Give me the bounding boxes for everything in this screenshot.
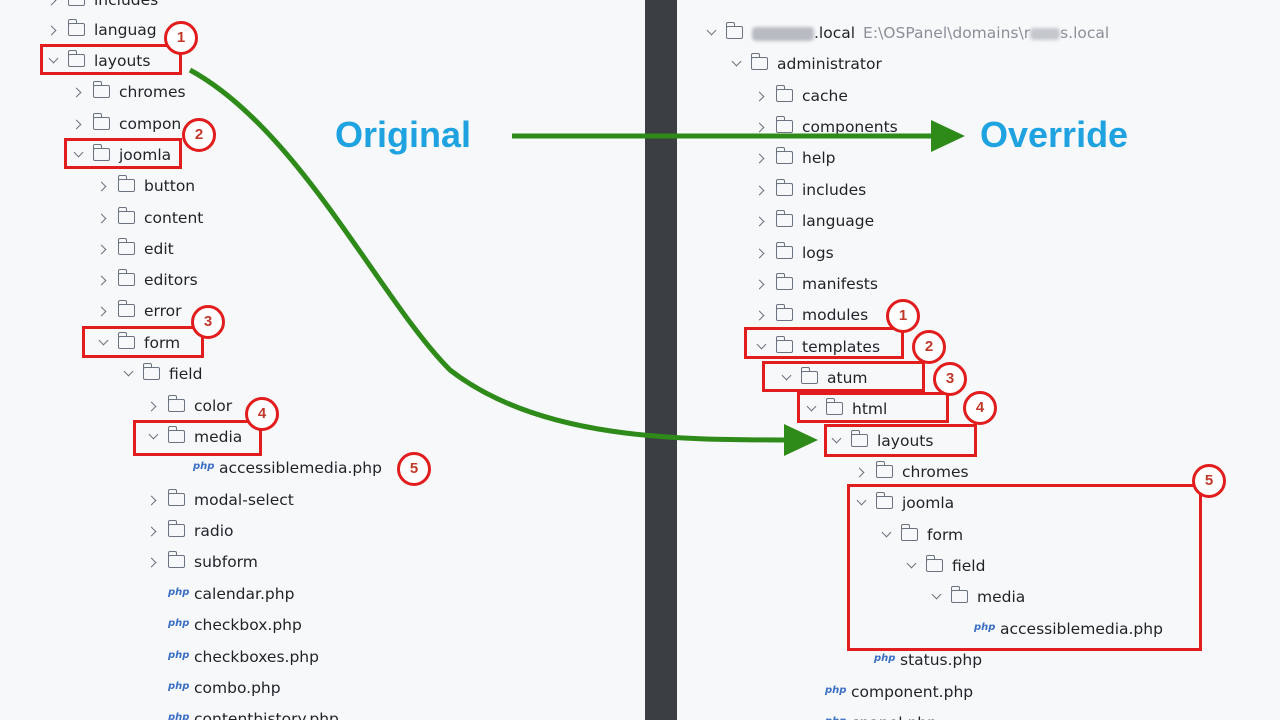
folder-icon bbox=[117, 269, 135, 286]
chevron-right-icon[interactable] bbox=[854, 458, 870, 486]
root-suffix: .local bbox=[814, 24, 856, 42]
chevron-right-icon[interactable] bbox=[46, 0, 62, 14]
chevron-right-icon[interactable] bbox=[146, 392, 162, 420]
chevron-right-icon[interactable] bbox=[96, 266, 112, 294]
php-file-icon: php bbox=[825, 708, 846, 720]
folder-icon bbox=[92, 144, 110, 161]
highlight-right-layouts bbox=[824, 424, 977, 457]
folder-icon bbox=[775, 179, 793, 196]
folder-icon bbox=[725, 22, 743, 39]
php-file-icon: php bbox=[874, 653, 896, 664]
chevron-right-icon[interactable] bbox=[96, 172, 112, 200]
folder-icon bbox=[142, 363, 160, 380]
chevron-right-icon[interactable] bbox=[96, 297, 112, 325]
chevron-right-icon[interactable] bbox=[754, 270, 770, 298]
php-file-icon: php bbox=[168, 681, 190, 692]
folder-icon bbox=[117, 238, 135, 255]
chevron-right-icon[interactable] bbox=[146, 517, 162, 545]
left-project-tree: includes languag layouts chromes compon … bbox=[0, 0, 645, 720]
chevron-right-icon[interactable] bbox=[754, 144, 770, 172]
original-label: Original bbox=[335, 114, 472, 155]
step-badge-2: 2 bbox=[182, 118, 216, 152]
folder-icon bbox=[925, 555, 943, 572]
php-file-icon: php bbox=[168, 712, 190, 720]
folder-icon bbox=[68, 0, 85, 6]
folder-icon bbox=[167, 426, 185, 443]
chevron-right-icon[interactable] bbox=[46, 16, 62, 44]
folder-icon bbox=[67, 19, 85, 36]
folder-icon bbox=[117, 300, 135, 317]
folder-icon bbox=[950, 586, 968, 603]
folder-icon bbox=[850, 430, 868, 447]
folder-icon bbox=[800, 367, 818, 384]
folder-icon bbox=[167, 551, 185, 568]
blurred-path-segment bbox=[1030, 27, 1061, 40]
step-badge-3: 3 bbox=[933, 362, 967, 396]
highlight-right-templates bbox=[744, 327, 904, 359]
highlight-left-form bbox=[82, 326, 204, 358]
highlight-right-joomla-branch bbox=[847, 484, 1202, 651]
highlight-right-html bbox=[797, 392, 949, 423]
chevron-down-icon[interactable] bbox=[729, 50, 745, 78]
php-file-icon: php bbox=[168, 587, 190, 598]
step-badge-1: 1 bbox=[164, 21, 198, 55]
folder-icon bbox=[775, 273, 793, 290]
folder-icon bbox=[117, 332, 135, 349]
php-file-icon: php bbox=[974, 622, 996, 633]
folder-icon bbox=[775, 242, 793, 259]
folder-icon bbox=[750, 53, 768, 70]
folder-icon bbox=[117, 175, 135, 192]
folder-icon bbox=[775, 85, 793, 102]
folder-icon bbox=[167, 489, 185, 506]
step-badge-4: 4 bbox=[245, 397, 279, 431]
step-badge-3: 3 bbox=[191, 305, 225, 339]
folder-icon bbox=[875, 492, 893, 509]
php-file-icon: php bbox=[825, 685, 847, 696]
chevron-right-icon[interactable] bbox=[754, 82, 770, 110]
chevron-right-icon[interactable] bbox=[754, 239, 770, 267]
panel-divider bbox=[645, 0, 677, 720]
chevron-right-icon[interactable] bbox=[754, 207, 770, 235]
folder-icon bbox=[167, 520, 185, 537]
folder-icon bbox=[775, 210, 793, 227]
step-badge-2: 2 bbox=[912, 330, 946, 364]
folder-icon bbox=[775, 304, 793, 321]
highlight-left-media bbox=[133, 420, 262, 456]
highlight-right-atum bbox=[762, 361, 925, 392]
folder-icon bbox=[67, 50, 85, 67]
folder-icon bbox=[92, 113, 110, 130]
chevron-right-icon[interactable] bbox=[71, 110, 87, 138]
chevron-right-icon[interactable] bbox=[146, 486, 162, 514]
folder-icon bbox=[167, 395, 185, 412]
folder-icon bbox=[92, 81, 110, 98]
step-badge-4: 4 bbox=[963, 391, 997, 425]
step-badge-5: 5 bbox=[1192, 464, 1226, 498]
step-badge-5: 5 bbox=[397, 452, 431, 486]
folder-icon bbox=[900, 524, 918, 541]
chevron-right-icon[interactable] bbox=[71, 78, 87, 106]
chevron-right-icon[interactable] bbox=[96, 204, 112, 232]
step-badge-1: 1 bbox=[886, 299, 920, 333]
folder-icon bbox=[775, 116, 793, 133]
chevron-right-icon[interactable] bbox=[96, 235, 112, 263]
blurred-project-name bbox=[752, 26, 814, 41]
folder-icon bbox=[875, 461, 893, 478]
php-file-icon: php bbox=[168, 618, 190, 629]
php-file-icon: php bbox=[193, 461, 215, 472]
folder-icon bbox=[775, 147, 793, 164]
folder-icon bbox=[825, 398, 843, 415]
override-label: Override bbox=[980, 114, 1129, 155]
chevron-right-icon[interactable] bbox=[146, 548, 162, 576]
chevron-right-icon[interactable] bbox=[754, 176, 770, 204]
highlight-left-layouts bbox=[40, 44, 182, 75]
chevron-right-icon[interactable] bbox=[754, 113, 770, 141]
php-file-icon: php bbox=[168, 650, 190, 661]
chevron-right-icon[interactable] bbox=[754, 301, 770, 329]
chevron-down-icon[interactable] bbox=[704, 19, 720, 47]
chevron-down-icon[interactable] bbox=[121, 360, 137, 388]
highlight-left-joomla bbox=[64, 138, 182, 169]
folder-icon bbox=[117, 207, 135, 224]
